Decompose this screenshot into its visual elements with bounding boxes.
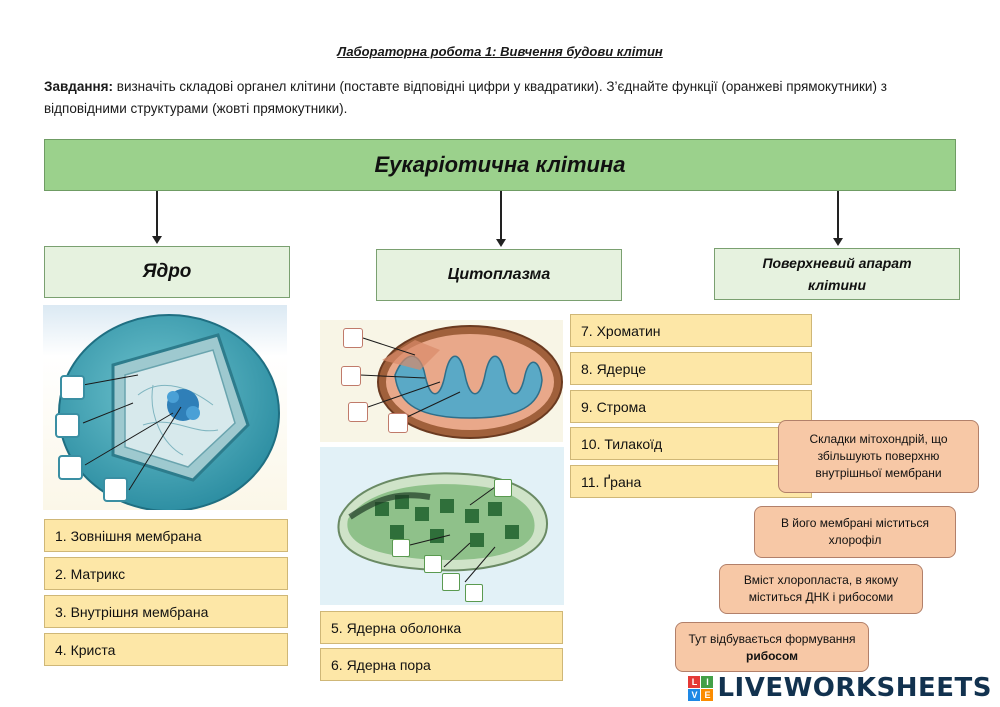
mitochondrion-answer-box-2[interactable] bbox=[341, 366, 361, 386]
chloroplast-answer-box-4[interactable] bbox=[465, 584, 483, 602]
root-eukaryotic-cell: Еукаріотична клітина bbox=[44, 139, 956, 191]
chloroplast-answer-box-5[interactable] bbox=[494, 479, 512, 497]
nucleus-illustration bbox=[43, 305, 287, 512]
label-7-chromatin[interactable]: 7. Хроматин bbox=[570, 314, 812, 347]
function-cristae-folds[interactable]: Складки мітохондрій, що збільшують повер… bbox=[778, 420, 979, 493]
mitochondrion-answer-box-3[interactable] bbox=[348, 402, 368, 422]
nucleus-answer-box-1[interactable] bbox=[60, 375, 85, 400]
branch-cytoplasm: Цитоплазма bbox=[376, 249, 622, 301]
label-8-nucleolus[interactable]: 8. Ядерце bbox=[570, 352, 812, 385]
label-11-granum[interactable]: 11. Ґрана bbox=[570, 465, 812, 498]
mitochondrion-answer-box-1[interactable] bbox=[343, 328, 363, 348]
label-9-stroma[interactable]: 9. Строма bbox=[570, 390, 812, 423]
chloroplast-answer-box-2[interactable] bbox=[424, 555, 442, 573]
mitochondrion-illustration bbox=[320, 320, 563, 442]
arrow-to-surface bbox=[837, 191, 839, 238]
label-10-thylakoid[interactable]: 10. Тилакоїд bbox=[570, 427, 812, 460]
branch-surface-apparatus: Поверхневий апарат клітини bbox=[714, 248, 960, 300]
chloroplast-answer-box-3[interactable] bbox=[442, 573, 460, 591]
branch-surface-line2: клітини bbox=[807, 277, 867, 293]
logo-letter-l: L bbox=[688, 675, 701, 688]
arrow-head-cytoplasm bbox=[496, 239, 506, 247]
task-instructions: Завдання: визначіть складові органел клі… bbox=[44, 76, 924, 120]
liveworksheets-logo-icon: L I V E bbox=[688, 675, 714, 701]
branch-nucleus: Ядро bbox=[44, 246, 290, 298]
label-1-outer-membrane[interactable]: 1. Зовнішня мембрана bbox=[44, 519, 288, 552]
nucleus-answer-box-4[interactable] bbox=[103, 477, 128, 502]
logo-letter-v: V bbox=[688, 688, 701, 701]
logo-letter-e: E bbox=[701, 688, 714, 701]
function-ribosome-bold: рибосом bbox=[745, 649, 798, 663]
task-prefix: Завдання: bbox=[44, 79, 114, 94]
chloroplast-illustration bbox=[320, 447, 564, 605]
label-5-nuclear-envelope[interactable]: 5. Ядерна оболонка bbox=[320, 611, 563, 644]
nucleus-answer-box-3[interactable] bbox=[58, 455, 83, 480]
worksheet-title: Лабораторна робота 1: Вивчення будови кл… bbox=[337, 44, 663, 59]
function-chlorophyll-membrane[interactable]: В його мембрані міститься хлорофіл bbox=[754, 506, 956, 558]
function-ribosome-formation[interactable]: Тут відбувається формування рибосом bbox=[675, 622, 869, 672]
function-ribosome-prefix: Тут відбувається формування bbox=[688, 632, 856, 646]
chloroplast-answer-box-1[interactable] bbox=[392, 539, 410, 557]
arrow-head-nucleus bbox=[152, 236, 162, 244]
arrow-to-cytoplasm bbox=[500, 191, 502, 239]
arrow-head-surface bbox=[833, 238, 843, 246]
arrow-to-nucleus bbox=[156, 191, 158, 236]
liveworksheets-brand: L I V E LIVEWORKSHEETS bbox=[688, 673, 992, 703]
nucleus-answer-box-2[interactable] bbox=[55, 413, 80, 438]
label-2-matrix[interactable]: 2. Матрикс bbox=[44, 557, 288, 590]
task-text: визначіть складові органел клітини (пост… bbox=[44, 79, 887, 116]
logo-letter-i: I bbox=[701, 675, 714, 688]
mitochondrion-answer-box-4[interactable] bbox=[388, 413, 408, 433]
label-3-inner-membrane[interactable]: 3. Внутрішня мембрана bbox=[44, 595, 288, 628]
label-6-nuclear-pore[interactable]: 6. Ядерна пора bbox=[320, 648, 563, 681]
liveworksheets-wordmark[interactable]: LIVEWORKSHEETS bbox=[717, 673, 992, 703]
branch-surface-line1: Поверхневий апарат bbox=[762, 255, 912, 271]
function-stroma-content[interactable]: Вміст хлоропласта, в якому міститься ДНК… bbox=[719, 564, 923, 614]
label-4-crista[interactable]: 4. Криста bbox=[44, 633, 288, 666]
